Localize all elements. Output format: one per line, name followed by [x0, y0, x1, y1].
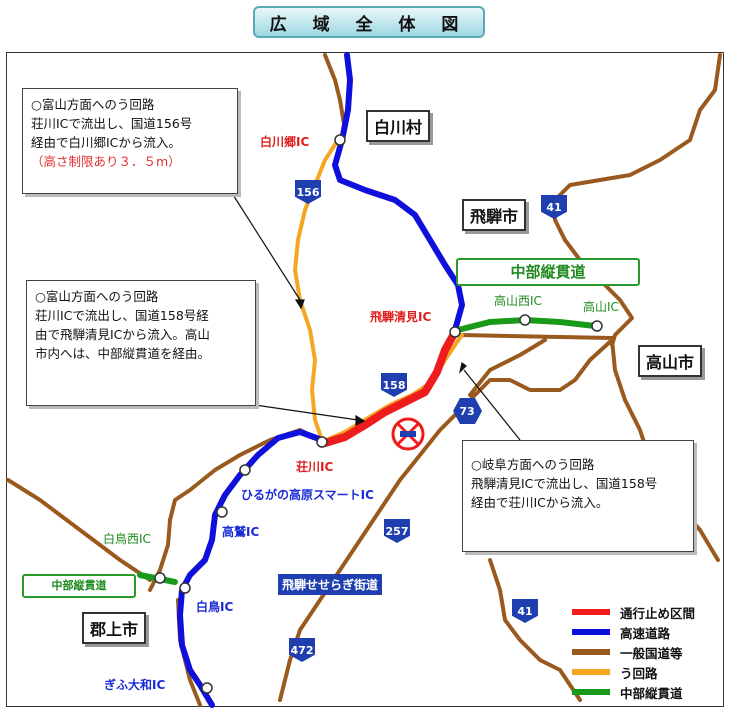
- ic-marker: [154, 572, 166, 584]
- ic-marker: [449, 326, 461, 338]
- callout-pointer: [229, 189, 301, 301]
- label-takawashi-ic: 高鷲IC: [222, 525, 260, 539]
- expressway: [177, 429, 325, 708]
- ic-marker: [216, 506, 228, 518]
- legend-item-general-road: 一般国道等: [572, 642, 722, 662]
- chubu-tag-main: 中部縦貫道: [456, 258, 640, 286]
- callout-toyama-158: ○富山方面へのう回路 荘川ICで流出し、国道158号経 由で飛騨清見ICから流入…: [26, 280, 256, 406]
- road-general: [488, 558, 582, 702]
- map-frame: [6, 52, 724, 707]
- label-hida-seseragi-kaido: 飛騨せせらぎ街道: [278, 574, 383, 595]
- legend-item-closed: 通行止め区間: [572, 602, 722, 622]
- ic-marker: [201, 682, 213, 694]
- legend-item-expressway: 高速道路: [572, 622, 722, 642]
- callout-toyama-156: ○富山方面へのう回路 荘川ICで流出し、国道156号 経由で白川郷ICから流入。…: [22, 88, 238, 194]
- road-general: [278, 338, 614, 702]
- chubu-tag-small: 中部縦貫道: [22, 574, 136, 598]
- place-shirakawa: 白川村: [366, 110, 431, 142]
- ic-marker: [316, 436, 328, 448]
- label-shokawa-ic: 荘川IC: [296, 460, 334, 474]
- closure-sign-icon: [391, 417, 425, 451]
- road-general: [553, 53, 722, 347]
- place-hida: 飛騨市: [462, 199, 527, 231]
- label-shirotori-nishi-ic: 白鳥西IC: [103, 532, 151, 546]
- label-shirotori-ic: 白鳥IC: [196, 600, 234, 614]
- callout-pointer: [254, 404, 359, 421]
- road-general: [323, 53, 347, 132]
- place-takayama: 高山市: [638, 345, 703, 377]
- label-takayama-nishi-ic: 高山西IC: [494, 294, 542, 308]
- ic-marker: [591, 320, 603, 332]
- place-gujo: 郡上市: [82, 612, 147, 644]
- expressway: [332, 52, 465, 333]
- ic-marker: [519, 314, 531, 326]
- road-general: [458, 333, 614, 340]
- ic-marker: [179, 582, 191, 594]
- callout-gifu: ○岐阜方面へのう回路 飛騨清見ICで流出し、国道158号 経由で荘川ICから流入…: [462, 440, 694, 552]
- road-general: [148, 428, 322, 592]
- route-73-shield: [453, 398, 482, 424]
- ic-marker: [239, 464, 251, 476]
- label-gifu-yamato-ic: ぎふ大和IC: [104, 678, 166, 692]
- callout-pointer: [463, 369, 521, 441]
- legend-item-chubu: 中部縦貫道: [572, 682, 722, 702]
- road-general: [468, 338, 547, 397]
- label-hida-kiyomi-ic: 飛騨清見IC: [370, 310, 432, 324]
- label-takayama-ic: 高山IC: [583, 300, 619, 314]
- legend-item-detour: う回路: [572, 662, 722, 682]
- closed-section: [321, 328, 459, 447]
- label-hirugano-ic: ひるがの高原スマートIC: [241, 488, 374, 502]
- map-title: 広 域 全 体 図: [253, 6, 485, 38]
- svg-text:73: 73: [459, 405, 474, 418]
- map-legend: 通行止め区間 高速道路 一般国道等 う回路 中部縦貫道: [572, 602, 722, 702]
- road-general: [6, 478, 152, 582]
- ic-marker: [334, 134, 346, 146]
- label-shirakawago-ic: 白川郷IC: [260, 135, 310, 149]
